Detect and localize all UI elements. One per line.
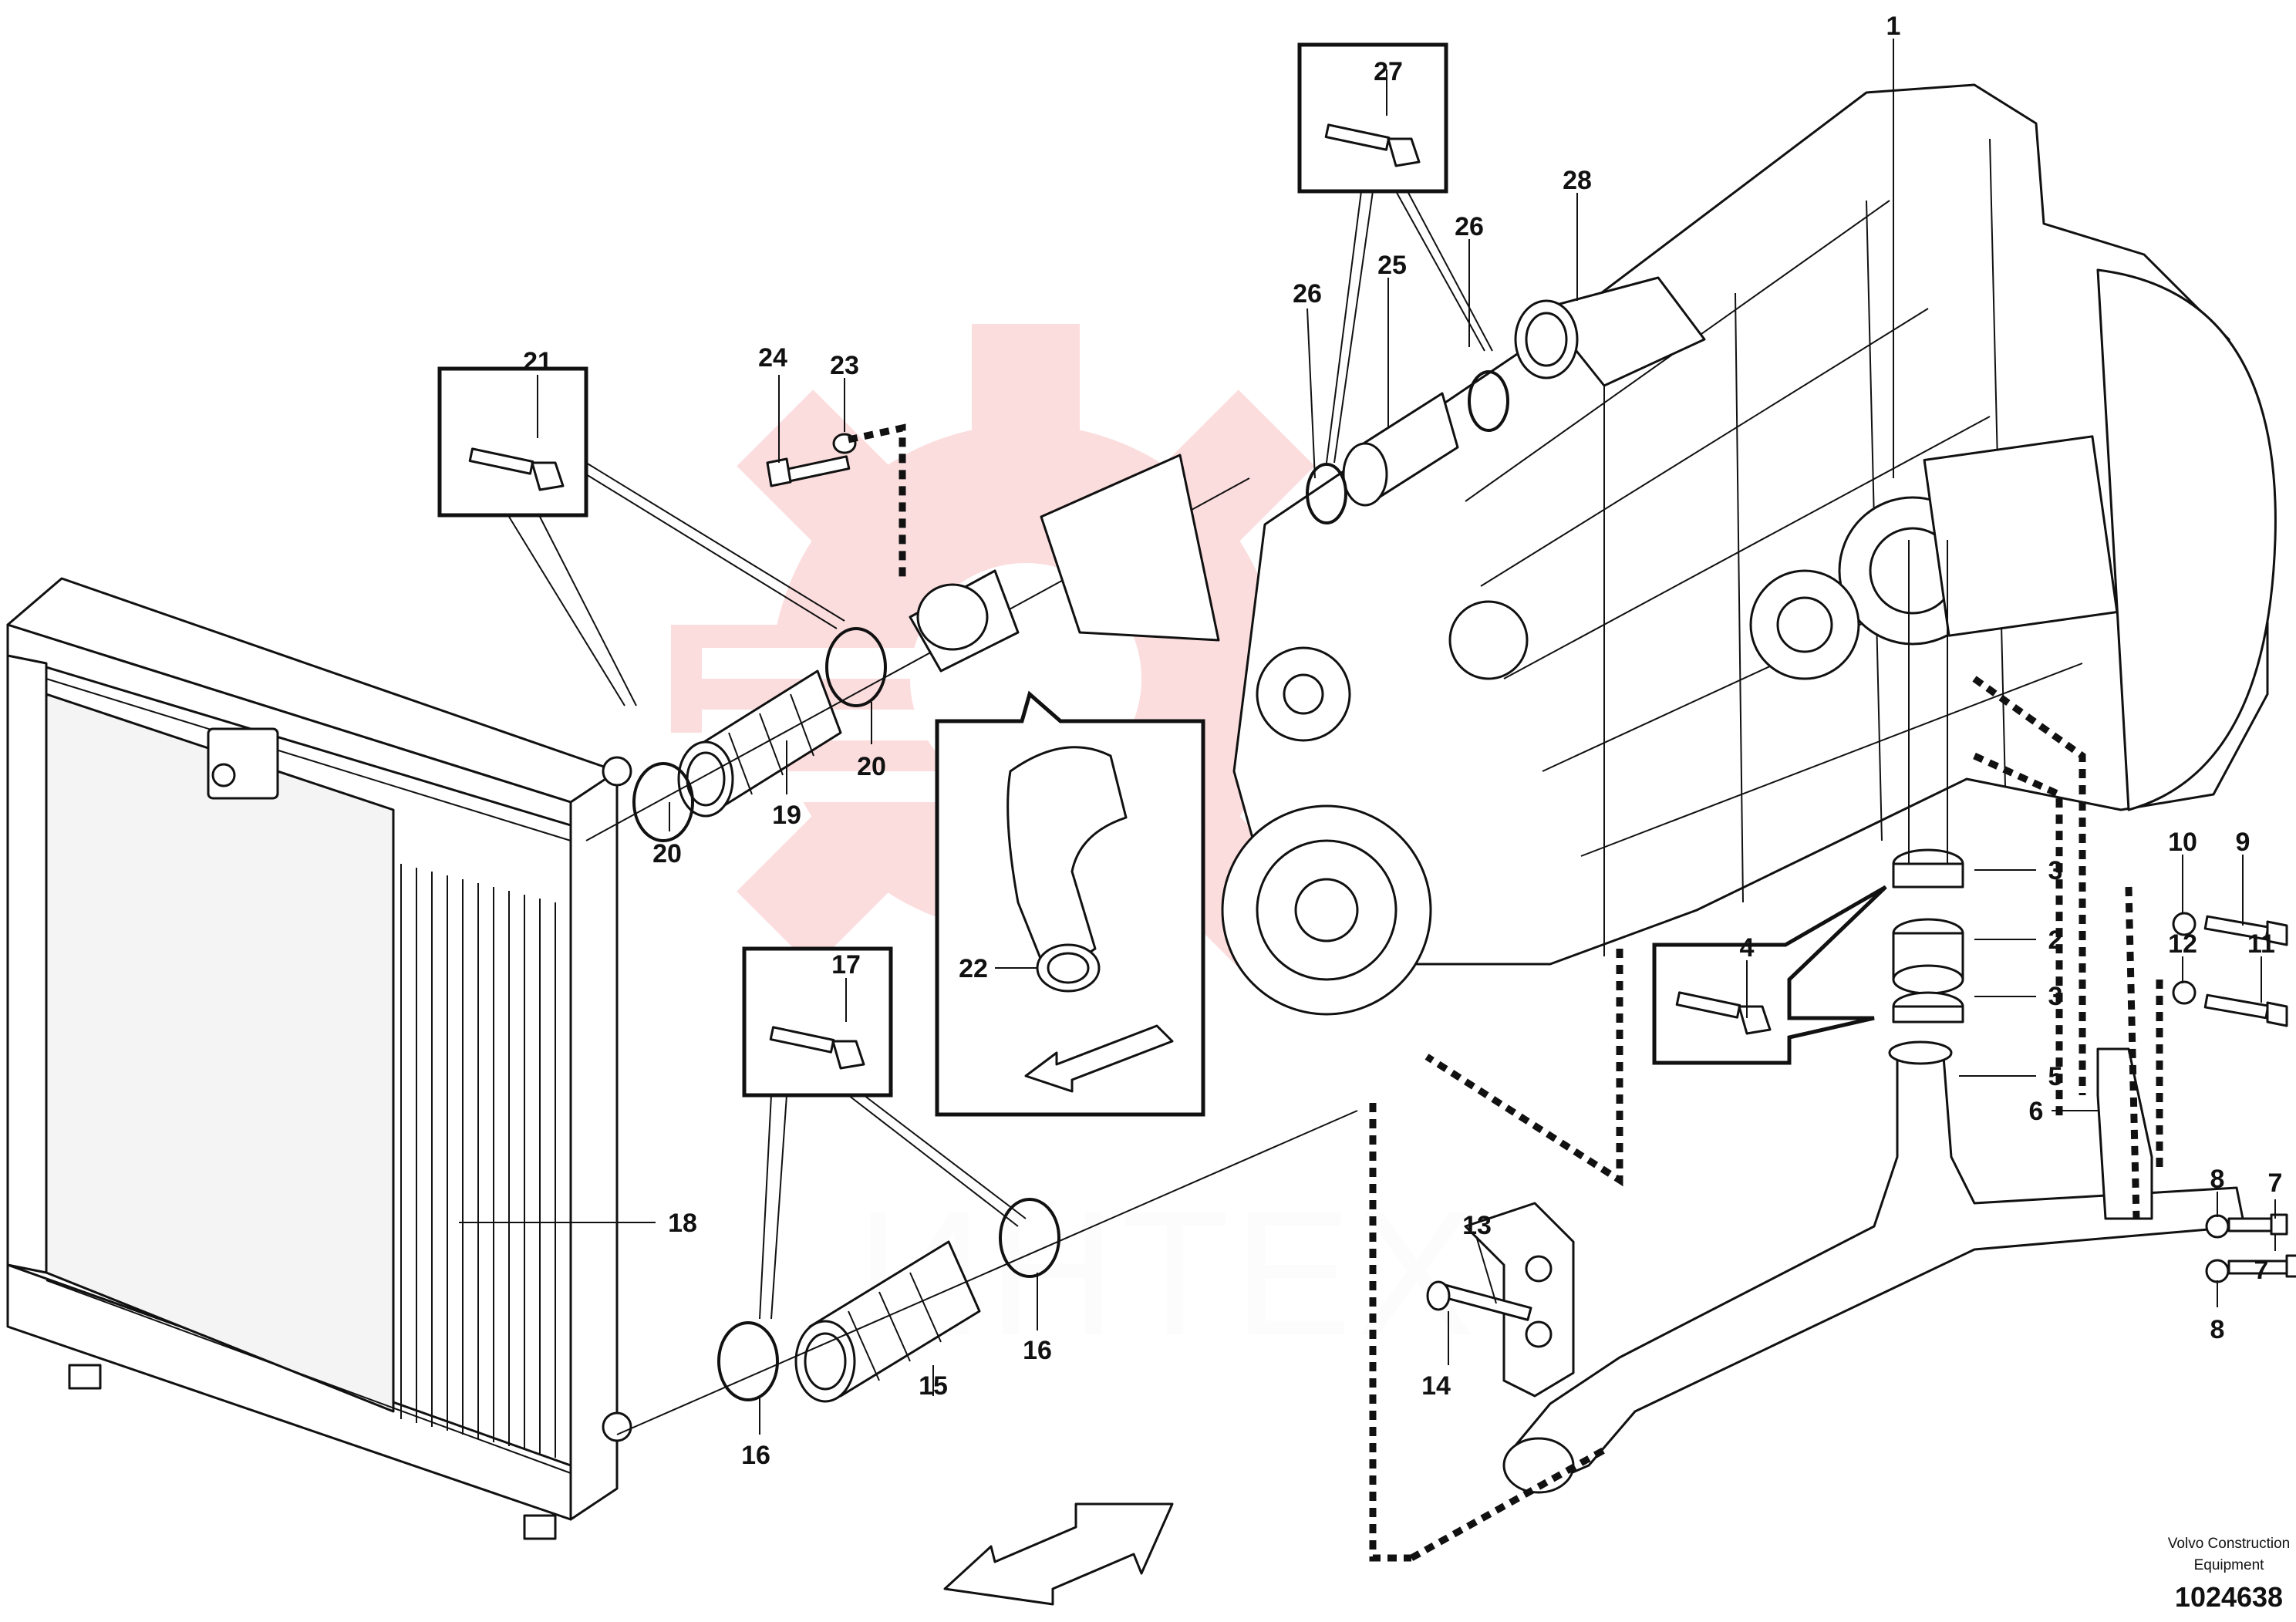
callout-21: 21 [523,347,552,376]
callout-22: 22 [959,954,988,983]
callout-26: 26 [1293,279,1322,309]
callout-8: 8 [2210,1315,2225,1344]
callout-10: 10 [2168,828,2197,857]
callout-15: 15 [919,1371,948,1401]
intake-hose-assembly [1306,370,1509,524]
callout-9: 9 [2236,828,2250,857]
callout-2: 2 [2048,926,2063,955]
callout-5: 5 [2048,1062,2063,1091]
callout-6: 6 [2029,1097,2044,1126]
company-name-line2: Equipment [2194,1557,2265,1573]
callout-16: 16 [741,1441,770,1470]
inset-box-22 [935,690,1205,1117]
callout-labels: 1 2 3 3 4 5 6 7 7 8 8 9 10 11 12 13 14 1… [523,12,2282,1470]
callout-4: 4 [1740,933,1755,963]
company-name-line1: Volvo Construction [2168,1536,2290,1552]
callout-7: 7 [2268,1168,2283,1198]
callout-11: 11 [2247,929,2275,959]
leader-lines [459,39,2276,1435]
inset-box-27 [1297,42,1493,464]
callout-14: 14 [1421,1371,1451,1401]
callout-20: 20 [652,839,682,868]
callout-13: 13 [1462,1211,1492,1240]
drawing-number: 1024638 [2175,1581,2283,1613]
callout-8: 8 [2210,1165,2225,1194]
radiator [6,577,632,1540]
callout-24: 24 [758,343,787,373]
callout-3: 3 [2048,982,2063,1011]
dashed-connectors [848,423,2163,1562]
bracket [1426,1202,1575,1398]
engine [1221,83,2277,1016]
inset-box-4 [1652,885,1887,1065]
arrow-icon [1024,1024,1174,1093]
inset-box-17 [742,946,1027,1320]
inset-box-21 [437,366,845,706]
callout-19: 19 [772,801,801,830]
callout-12: 12 [2168,929,2197,959]
callout-20: 20 [857,752,886,781]
callout-1: 1 [1886,12,1901,41]
callout-16: 16 [1023,1336,1052,1365]
bolt-24 [766,433,857,487]
callout-17: 17 [831,950,861,980]
flow-arrow-icon [943,1502,1174,1606]
callout-26: 26 [1455,212,1484,241]
callout-27: 27 [1374,57,1403,86]
callout-7: 7 [2254,1256,2269,1285]
callout-28: 28 [1563,166,1592,195]
callout-3: 3 [2048,856,2063,885]
callout-18: 18 [668,1209,697,1238]
upper-hose-assembly [585,454,1250,842]
callout-23: 23 [830,351,859,380]
coolant-pipe [1502,540,2246,1494]
lower-hose-assembly [616,1110,1358,1435]
footer: Volvo Construction Equipment 1024638 [2168,1536,2290,1613]
callout-25: 25 [1377,251,1407,280]
pipe-bracket [2096,912,2296,1283]
